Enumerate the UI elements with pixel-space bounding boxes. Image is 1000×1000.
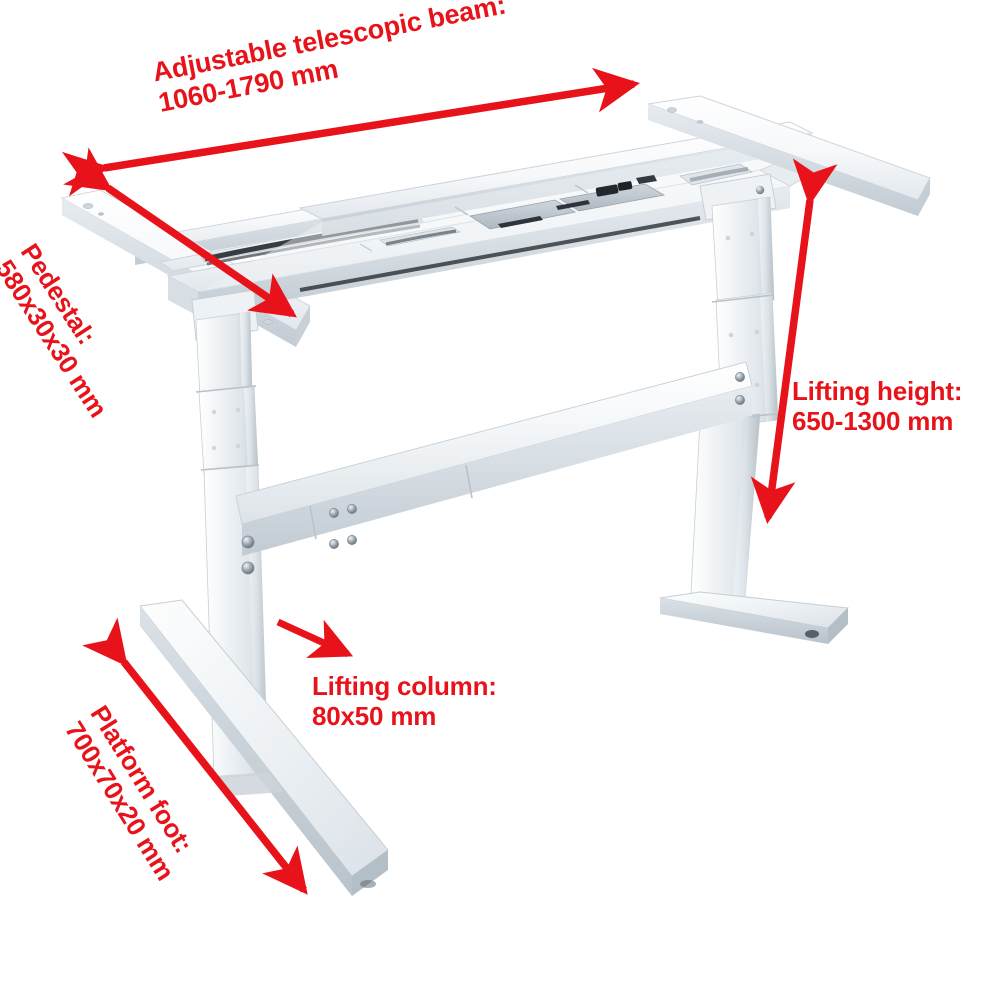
label-lifting-height: Lifting height: 650-1300 mm bbox=[792, 376, 963, 437]
right-platform-foot bbox=[659, 591, 850, 644]
label-lifting-column: Lifting column: 80x50 mm bbox=[312, 671, 497, 732]
cross-beam bbox=[235, 361, 753, 575]
